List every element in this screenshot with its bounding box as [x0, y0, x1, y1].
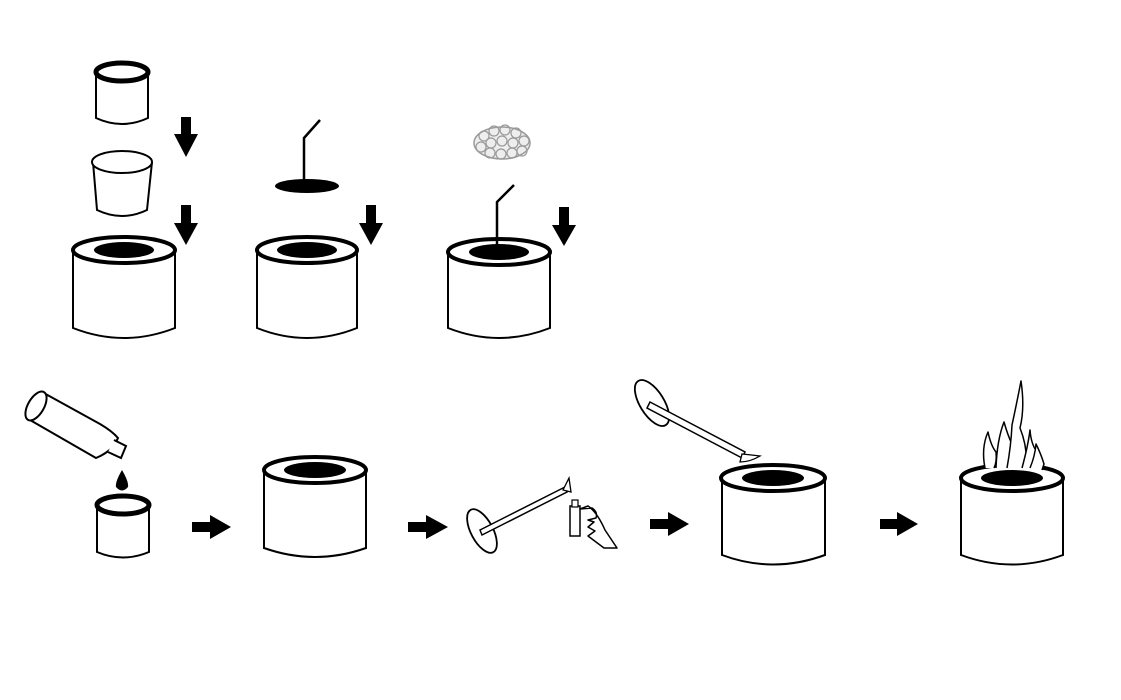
hand-with-lighter [569, 499, 618, 549]
down-arrow [552, 207, 576, 246]
fire-pit-body [71, 235, 177, 339]
small-cup [94, 493, 152, 559]
fire-pit-body [719, 463, 827, 566]
cup [91, 150, 153, 217]
fire-pit-body [446, 237, 552, 339]
fuel-bottle [24, 390, 128, 460]
flames [982, 380, 1045, 471]
right-arrow [650, 512, 689, 536]
wick [495, 184, 515, 247]
lava-stones [473, 124, 531, 160]
assembly-step-insert-wick [255, 119, 383, 339]
usage-step-burning [959, 380, 1065, 566]
assembly-row [71, 60, 576, 339]
wick-disc [275, 119, 339, 193]
down-arrow [174, 117, 198, 157]
fire-pit-body [255, 235, 359, 339]
right-arrow [408, 515, 448, 539]
usage-step-light-wand [466, 475, 618, 554]
lighter-wand [466, 475, 572, 554]
down-arrow [359, 205, 383, 245]
assembly-step-insert-cups [71, 60, 198, 339]
small-cup [93, 60, 151, 125]
right-arrow [880, 512, 918, 536]
down-arrow [174, 205, 198, 245]
fire-pit-body [959, 463, 1065, 566]
assembly-step-add-stones [446, 124, 576, 339]
fire-pit-body [262, 455, 368, 558]
fuel-drop [115, 470, 129, 491]
right-arrow [192, 515, 231, 539]
usage-step-ignite [633, 379, 827, 566]
usage-row [24, 379, 1065, 566]
usage-step-pour-fuel [24, 390, 152, 559]
lighter-wand [633, 379, 762, 463]
usage-step-ready-pit [262, 455, 368, 558]
